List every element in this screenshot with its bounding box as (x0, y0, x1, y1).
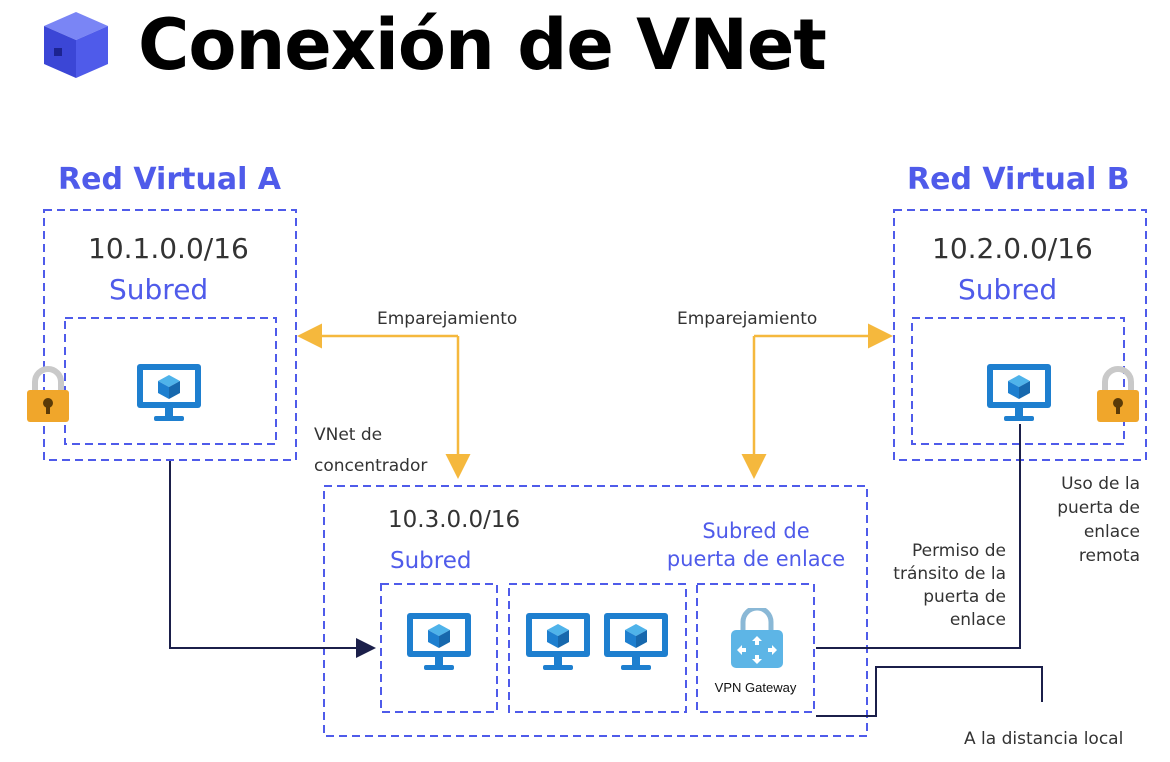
remote-gateway-line4: remota (1078, 546, 1140, 566)
gateway-subnet-label: Subred de puerta de enlace (656, 517, 856, 573)
gateway-to-vnet-b-line (816, 424, 1021, 649)
hub-subnet-box-1 (380, 583, 498, 713)
transit-line3: puerta de (923, 587, 1006, 607)
monitor-icon (986, 363, 1052, 427)
vnet-a-subnet-label: Subred (109, 273, 209, 306)
remote-gateway-line2: puerta de (1057, 498, 1140, 518)
transit-permission-label: Permiso de tránsito de la puerta de enla… (866, 540, 1006, 632)
transit-line2: tránsito de la (893, 564, 1006, 584)
monitor-icon (406, 612, 472, 676)
hub-subnet-label: Subred (390, 548, 472, 574)
peering-label-right: Emparejamiento (677, 309, 818, 329)
monitor-icon (603, 612, 669, 676)
gateway-to-onprem-line (816, 666, 1043, 717)
hub-label-line2: concentrador (314, 456, 428, 476)
vnet-b-subnet-label: Subred (958, 273, 1058, 306)
on-premises-label: A la distancia local (964, 729, 1124, 749)
gateway-subnet-line2: puerta de enlace (666, 547, 846, 571)
gateway-subnet-box (696, 583, 815, 713)
page-title: Conexión de VNet (138, 4, 827, 86)
lock-icon (24, 366, 72, 428)
remote-gateway-line1: Uso de la (1061, 474, 1140, 494)
hub-vnet-label: VNet de concentrador (314, 420, 427, 482)
lock-icon (1094, 366, 1142, 428)
remote-gateway-label: Uso de la puerta de enlace remota (1026, 472, 1140, 568)
vnet-a-cidr: 10.1.0.0/16 (88, 232, 249, 265)
hub-cidr: 10.3.0.0/16 (388, 507, 521, 533)
peering-label-left: Emparejamiento (377, 309, 518, 329)
vpn-gateway-icon (729, 605, 785, 674)
transit-line1: Permiso de (912, 541, 1006, 561)
monitor-icon (525, 612, 591, 676)
hub-subnet-box-2 (508, 583, 687, 713)
vnet-a-label: Red Virtual A (58, 162, 282, 197)
hub-vnet-box (323, 485, 868, 737)
vnet-b-subnet-box (911, 317, 1125, 445)
vnet-b-label: Red Virtual B (907, 162, 1130, 197)
gateway-subnet-line1: Subred de (702, 519, 810, 543)
logo-icon (40, 8, 112, 80)
vpn-gateway-label: VPN Gateway (714, 680, 797, 695)
remote-gateway-line3: enlace (1083, 522, 1140, 542)
vnet-a-box (43, 209, 297, 461)
hub-label-line1: VNet de (314, 425, 383, 445)
vnet-a-subnet-box (64, 317, 277, 445)
transit-line4: enlace (949, 610, 1006, 630)
monitor-icon (136, 363, 202, 427)
vnet-a-to-hub-line (169, 461, 376, 658)
vnet-b-cidr: 10.2.0.0/16 (932, 232, 1093, 265)
